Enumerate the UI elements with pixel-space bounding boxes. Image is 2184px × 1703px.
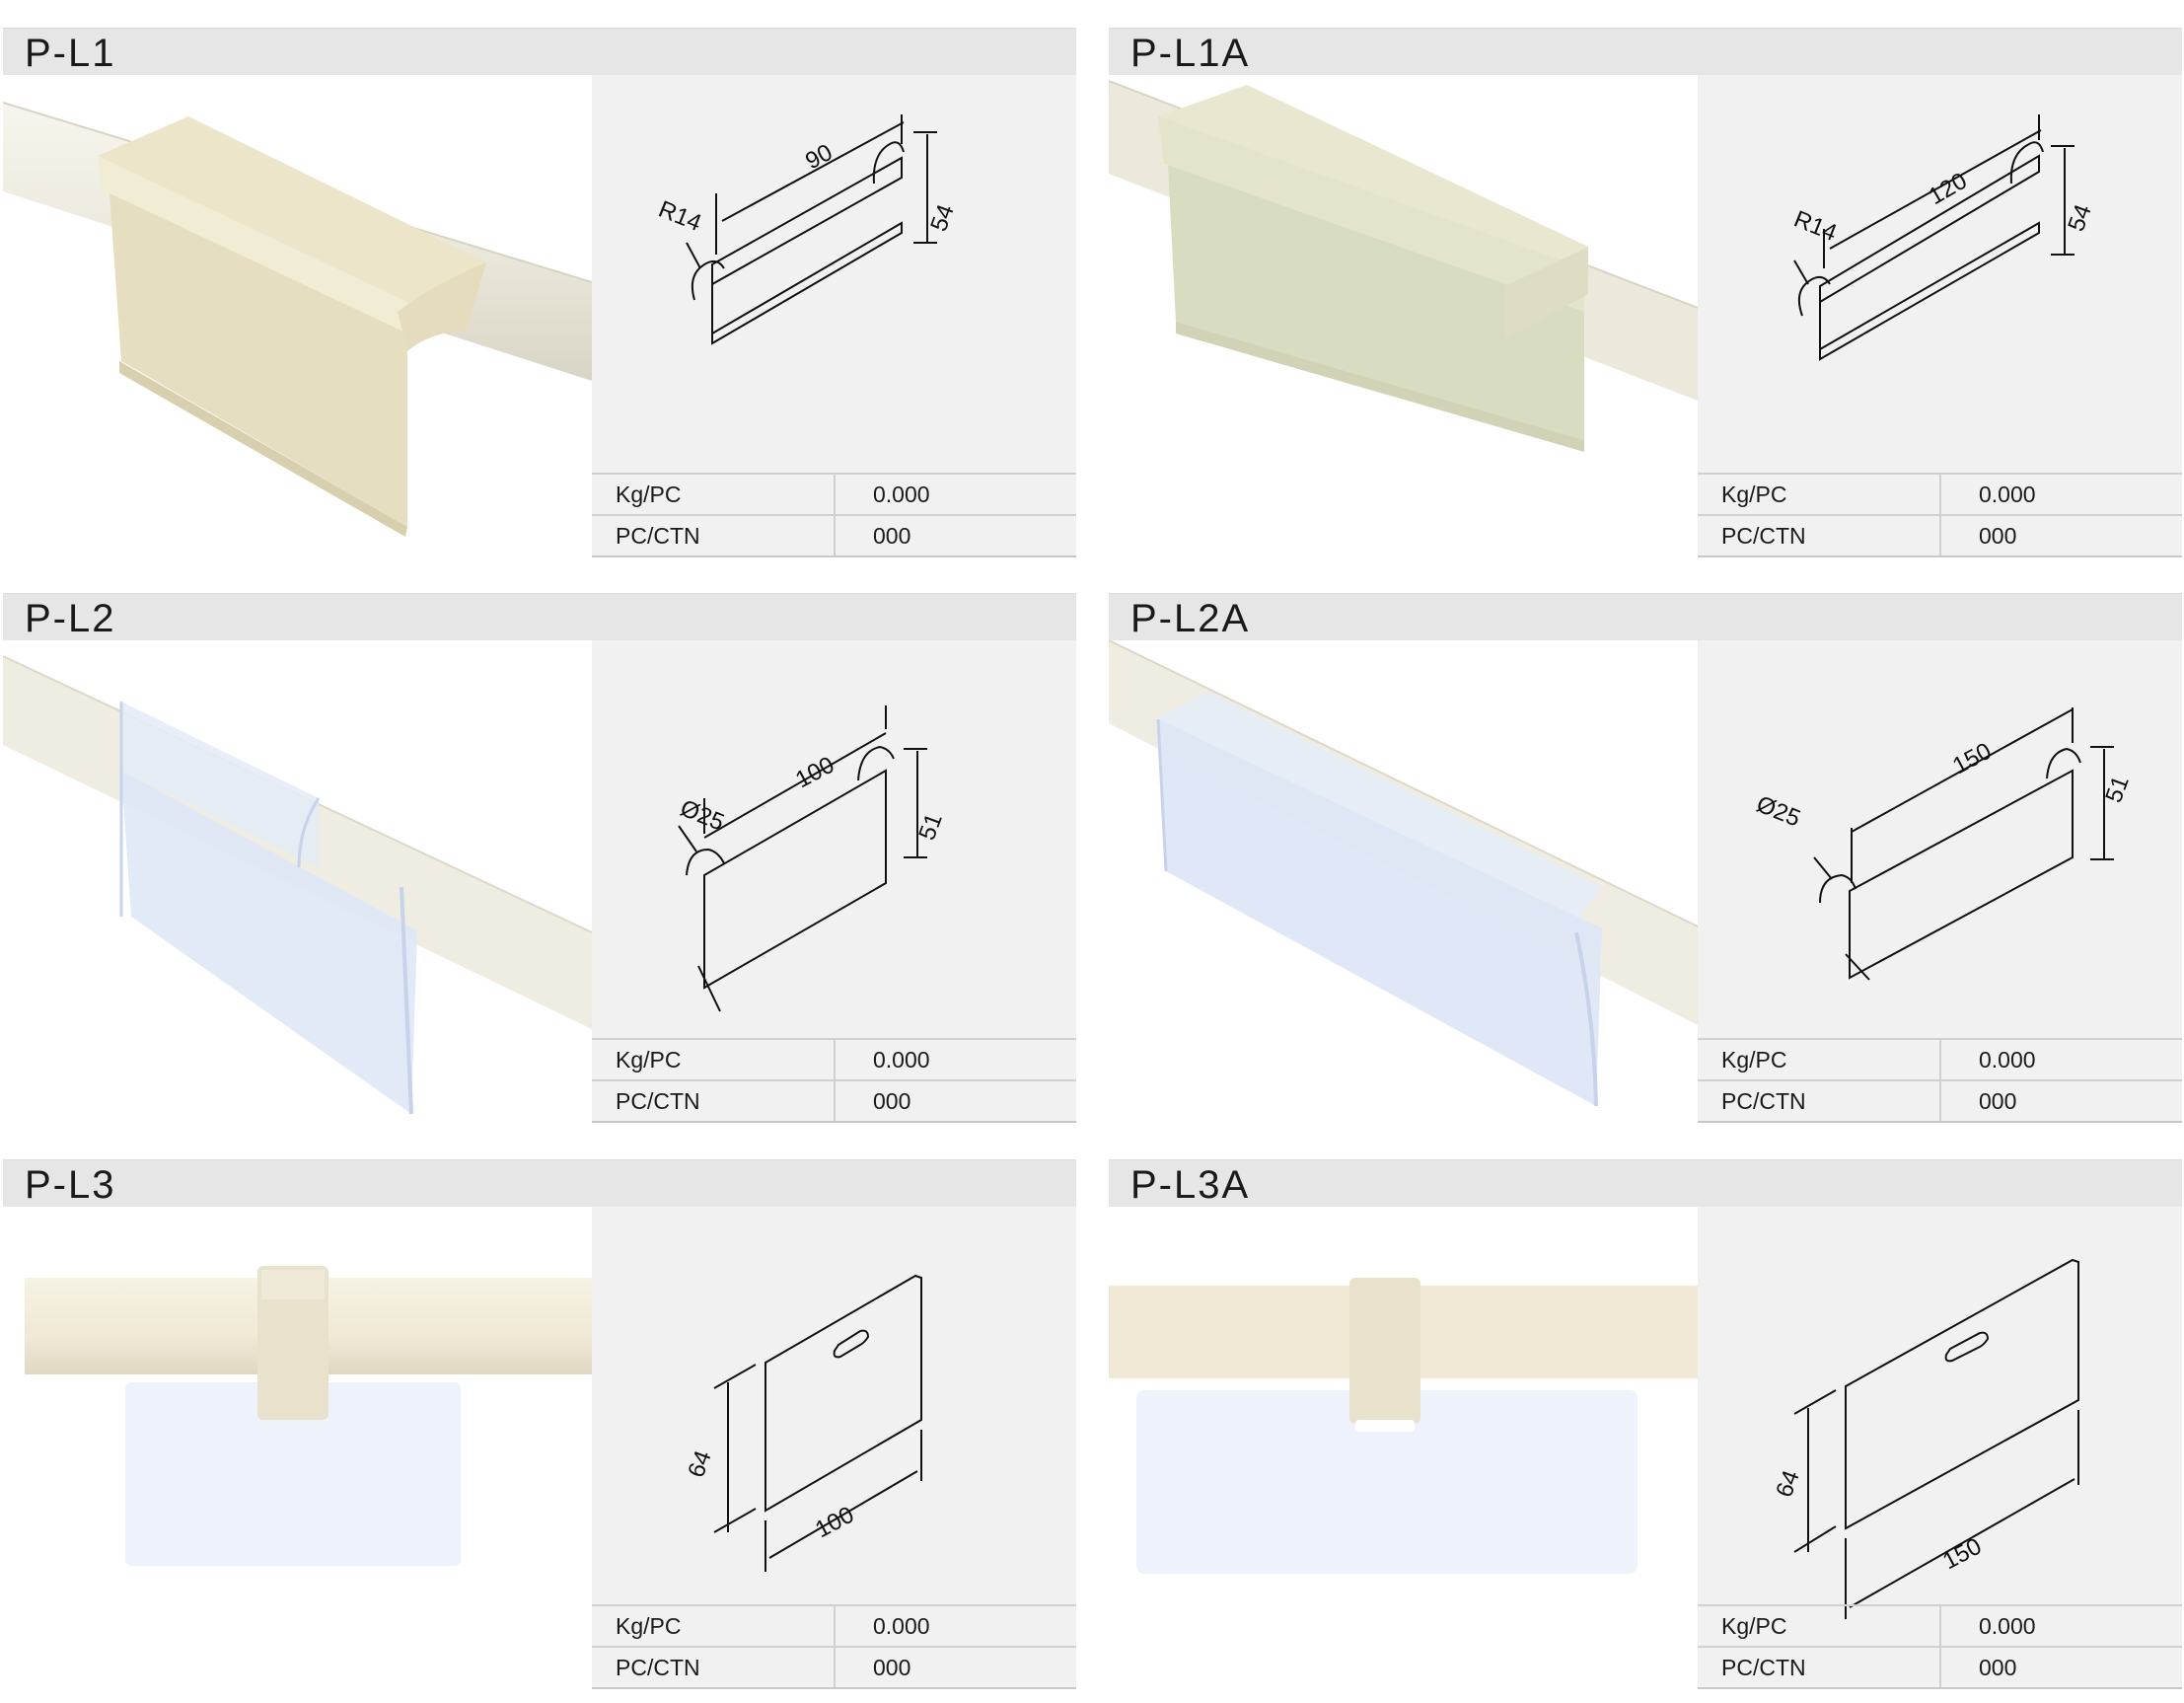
spec-value: 000 bbox=[1940, 1079, 2182, 1123]
spec-label: Kg/PC bbox=[592, 1038, 836, 1080]
product-code: P-L1A bbox=[1130, 32, 1251, 75]
product-photo bbox=[1109, 75, 1698, 557]
product-header: P-L3 bbox=[3, 1159, 1076, 1208]
spec-value: 000 bbox=[835, 1079, 1076, 1123]
product-header: P-L1A bbox=[1109, 28, 2182, 76]
dim-height: 64 bbox=[1771, 1467, 1805, 1501]
spec-label: Kg/PC bbox=[1698, 473, 1941, 515]
spec-label: PC/CTN bbox=[1698, 1646, 1941, 1689]
spec-label: PC/CTN bbox=[1698, 514, 1941, 557]
product-code: P-L3A bbox=[1130, 1163, 1251, 1207]
product-code: P-L1 bbox=[25, 32, 116, 75]
product-code: P-L2 bbox=[25, 597, 116, 640]
spec-label: PC/CTN bbox=[592, 1646, 836, 1689]
dim-height: 54 bbox=[2063, 201, 2097, 235]
product-header: P-L2 bbox=[3, 593, 1076, 641]
spec-value: 0.000 bbox=[835, 1038, 1076, 1080]
spec-value: 000 bbox=[1940, 1646, 2182, 1689]
product-card-p-l1: P-L1 bbox=[3, 28, 1076, 557]
dim-radius: R14 bbox=[1790, 206, 1841, 248]
product-photo bbox=[3, 1207, 592, 1689]
spec-value: 0.000 bbox=[1940, 1038, 2182, 1080]
spec-label: Kg/PC bbox=[592, 1604, 836, 1647]
dim-width: 100 bbox=[791, 752, 838, 794]
spec-label: Kg/PC bbox=[1698, 1604, 1941, 1647]
dim-height: 54 bbox=[925, 201, 960, 235]
product-header: P-L1 bbox=[3, 28, 1076, 76]
spec-value: 0.000 bbox=[835, 473, 1076, 515]
dim-width: 100 bbox=[811, 1502, 858, 1544]
product-header: P-L2A bbox=[1109, 593, 2182, 641]
spec-value: 000 bbox=[835, 514, 1076, 557]
spec-label: Kg/PC bbox=[592, 473, 836, 515]
spec-label: PC/CTN bbox=[592, 1079, 836, 1123]
product-photo bbox=[1109, 640, 1698, 1123]
product-code: P-L3 bbox=[25, 1163, 116, 1207]
dim-height: 64 bbox=[683, 1447, 717, 1481]
spec-value: 000 bbox=[835, 1646, 1076, 1689]
spec-value: 0.000 bbox=[1940, 1604, 2182, 1647]
product-photo bbox=[3, 640, 592, 1123]
dim-radius: R14 bbox=[655, 196, 705, 238]
spec-value: 000 bbox=[1940, 514, 2182, 557]
spec-label: Kg/PC bbox=[1698, 1038, 1941, 1080]
dim-width: 150 bbox=[1938, 1533, 1986, 1576]
product-code: P-L2A bbox=[1130, 597, 1251, 640]
spec-label: PC/CTN bbox=[1698, 1079, 1941, 1123]
product-photo bbox=[3, 75, 592, 557]
dim-width: 90 bbox=[801, 139, 837, 175]
dim-diameter: Ø25 bbox=[677, 795, 728, 837]
product-card-p-l1a: P-L1A 120 54 R bbox=[1109, 28, 2182, 557]
spec-label: PC/CTN bbox=[592, 514, 836, 557]
product-photo bbox=[1109, 1207, 1698, 1689]
product-card-p-l3: P-L3 64 100 bbox=[3, 1159, 1076, 1689]
spec-value: 0.000 bbox=[835, 1604, 1076, 1647]
spec-value: 0.000 bbox=[1940, 473, 2182, 515]
dim-height: 51 bbox=[913, 810, 948, 844]
dim-height: 51 bbox=[2100, 773, 2135, 806]
dim-diameter: Ø25 bbox=[1753, 791, 1804, 833]
product-header: P-L3A bbox=[1109, 1159, 2182, 1208]
